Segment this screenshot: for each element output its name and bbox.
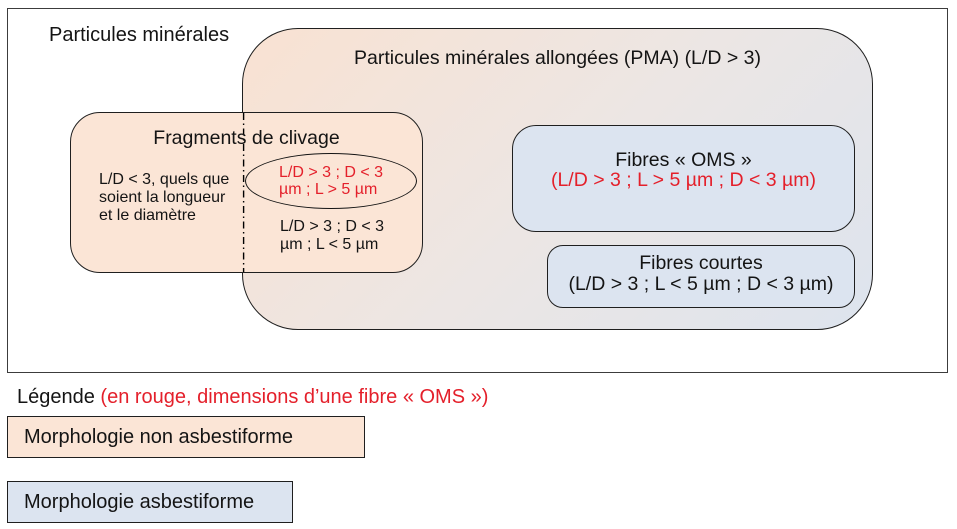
short-fibres-title: Fibres courtes [639, 252, 763, 274]
oms-fibres-dimensions: (L/D > 3 ; L > 5 µm ; D < 3 µm) [550, 169, 817, 191]
cleavage-fragments-title: Fragments de clivage [153, 127, 340, 149]
oms-dimensions-ellipse-text: L/D > 3 ; D < 3 µm ; L > 5 µm [278, 163, 384, 199]
short-fibres-box: Fibres courtes (L/D > 3 ; L < 5 µm ; D <… [547, 245, 855, 308]
pma-title: Particules minérales allongées (PMA) (L/… [354, 47, 761, 69]
oms-dimensions-ellipse: L/D > 3 ; D < 3 µm ; L > 5 µm [245, 153, 417, 209]
short-fibres-dimensions: (L/D > 3 ; L < 5 µm ; D < 3 µm) [568, 272, 834, 295]
legend-item-asbestiform: Morphologie asbestiforme [7, 481, 293, 523]
legend-item-non-asbestiform-label: Morphologie non asbestiforme [24, 425, 294, 448]
cleavage-left-criteria: L/D < 3, quels que soient la longueur et… [99, 171, 230, 224]
mineral-particles-label: Particules minérales [49, 24, 230, 46]
legend-item-asbestiform-label: Morphologie asbestiforme [24, 490, 255, 513]
oms-fibres-box: Fibres « OMS » (L/D > 3 ; L > 5 µm ; D <… [512, 125, 855, 232]
legend-title-note: (en rouge, dimensions d’une fibre « OMS … [100, 386, 489, 408]
legend-title-prefix: Légende [17, 386, 101, 408]
legend-item-non-asbestiform: Morphologie non asbestiforme [7, 416, 365, 458]
oms-fibres-title: Fibres « OMS » [615, 149, 752, 171]
legend-title: Légende (en rouge, dimensions d’une fibr… [17, 386, 488, 409]
short-fragment-criteria: L/D > 3 ; D < 3 µm ; L < 5 µm [280, 218, 385, 253]
